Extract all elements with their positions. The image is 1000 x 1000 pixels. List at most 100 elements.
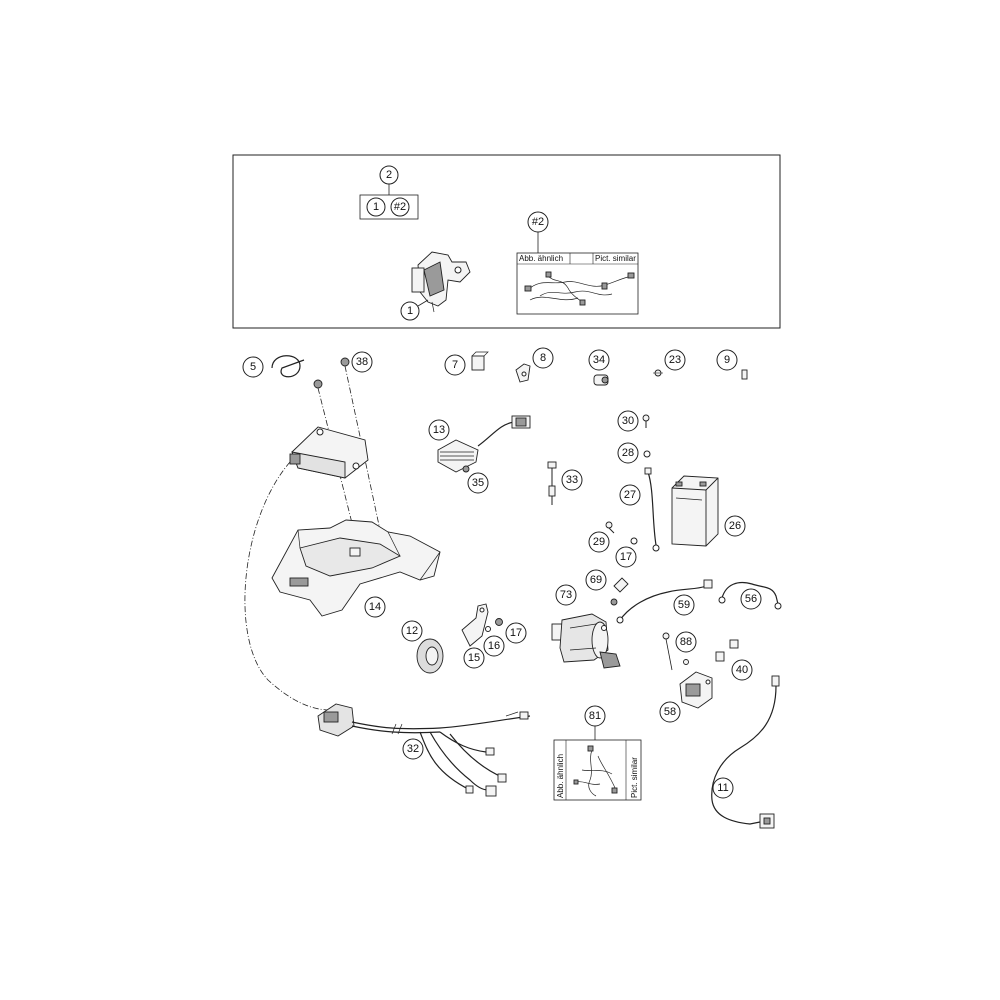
svg-text:1: 1 — [407, 305, 413, 317]
relay — [471, 351, 489, 371]
assembly-frame — [232, 154, 781, 329]
cable-tie — [271, 355, 305, 378]
svg-text:69: 69 — [590, 574, 602, 586]
callout-23: 23 — [664, 349, 686, 371]
nut-35 — [462, 465, 470, 473]
callout-2: 2 — [379, 165, 399, 185]
svg-text:35: 35 — [472, 477, 484, 489]
nut-17b — [495, 618, 503, 626]
svg-text:17: 17 — [510, 627, 522, 639]
ground-cable — [718, 581, 782, 610]
callout-5: 5 — [242, 356, 264, 378]
electronics-tray — [271, 519, 441, 617]
battery-cable — [644, 467, 660, 552]
callout-40: 40 — [731, 659, 753, 681]
ecu-harness-connection — [244, 461, 331, 711]
svg-text:9: 9 — [724, 354, 730, 366]
svg-text:#2: #2 — [394, 201, 406, 213]
callout-harness-2: #2 — [527, 211, 549, 233]
callout-29: 29 — [588, 531, 610, 553]
battery — [671, 475, 719, 547]
svg-text:58: 58 — [664, 706, 676, 718]
screw-29 — [605, 521, 615, 534]
callout-88: 88 — [675, 631, 697, 653]
starter-motor — [551, 613, 621, 669]
callout-81: 81 — [584, 705, 606, 727]
svg-text:27: 27 — [624, 489, 636, 501]
callout-32: 32 — [402, 738, 424, 760]
callout-38: 38 — [351, 351, 373, 373]
harness-sketch-top — [524, 271, 635, 306]
callout-17a: 17 — [615, 546, 637, 568]
svg-text:33: 33 — [566, 474, 578, 486]
callout-14: 14 — [364, 596, 386, 618]
screw-38 — [313, 357, 350, 389]
mounting-bracket — [411, 251, 471, 313]
svg-text:29: 29 — [593, 536, 605, 548]
harness-similar-box — [516, 252, 639, 315]
svg-text:73: 73 — [560, 589, 572, 601]
nut-17a — [630, 537, 638, 545]
callout-73: 73 — [555, 584, 577, 606]
svg-text:26: 26 — [729, 520, 741, 532]
svg-text:40: 40 — [736, 664, 748, 676]
callout-bracket-1: 1 — [400, 301, 420, 321]
svg-text:56: 56 — [745, 593, 757, 605]
label-abb-aehnlich-top: Abb. ähnlich — [519, 254, 563, 263]
fuse-9 — [741, 369, 748, 380]
callout-35: 35 — [467, 472, 489, 494]
svg-text:5: 5 — [250, 361, 256, 373]
svg-text:11: 11 — [717, 782, 728, 794]
label-pict-similar-top: Pict. similar — [595, 254, 636, 263]
group-item-1: 1 — [366, 197, 386, 217]
svg-text:81: 81 — [589, 710, 601, 722]
starter-cable — [616, 579, 713, 624]
callout-15: 15 — [463, 647, 485, 669]
callout-16: 16 — [483, 635, 505, 657]
nut-73 — [610, 598, 618, 606]
svg-text:7: 7 — [452, 359, 458, 371]
callout-56: 56 — [740, 588, 762, 610]
svg-text:59: 59 — [678, 599, 690, 611]
svg-text:17: 17 — [620, 551, 632, 563]
washer-28 — [643, 450, 651, 458]
fuse-holder-40 — [715, 639, 739, 662]
terminal-cap — [613, 577, 629, 593]
svg-text:88: 88 — [680, 636, 692, 648]
control-unit — [289, 426, 369, 479]
svg-text:#2: #2 — [532, 216, 544, 228]
svg-text:34: 34 — [593, 354, 605, 366]
washer-16 — [485, 626, 491, 632]
callout-7: 7 — [444, 354, 466, 376]
svg-text:1: 1 — [373, 201, 379, 213]
svg-text:13: 13 — [433, 424, 445, 436]
svg-text:23: 23 — [669, 354, 681, 366]
label-abb-aehnlich-bottom: Abb. ähnlich — [556, 754, 565, 798]
svg-text:2: 2 — [386, 169, 392, 181]
callout-27: 27 — [619, 484, 641, 506]
voltage-regulator — [437, 415, 531, 473]
svg-text:15: 15 — [468, 652, 480, 664]
cable-clip — [593, 374, 609, 386]
svg-text:32: 32 — [407, 743, 419, 755]
harness-similar-box-bottom — [553, 739, 642, 801]
main-wiring-harness — [317, 703, 531, 797]
callout-33: 33 — [561, 469, 583, 491]
callout-9: 9 — [716, 349, 738, 371]
callout-69: 69 — [585, 569, 607, 591]
cable-strap — [547, 461, 557, 505]
screw-30 — [642, 414, 650, 428]
callout-8: 8 — [532, 347, 554, 369]
sensor-cable — [711, 675, 780, 829]
callout-13: 13 — [428, 419, 450, 441]
horn — [416, 603, 489, 674]
small-screw-23 — [653, 369, 663, 377]
group-item-harness: #2 — [390, 197, 410, 217]
callout-17b: 17 — [505, 622, 527, 644]
plate-bracket — [515, 363, 531, 383]
callout-12: 12 — [401, 620, 423, 642]
callout-34: 34 — [588, 349, 610, 371]
callout-26: 26 — [724, 515, 746, 537]
callout-28: 28 — [617, 442, 639, 464]
